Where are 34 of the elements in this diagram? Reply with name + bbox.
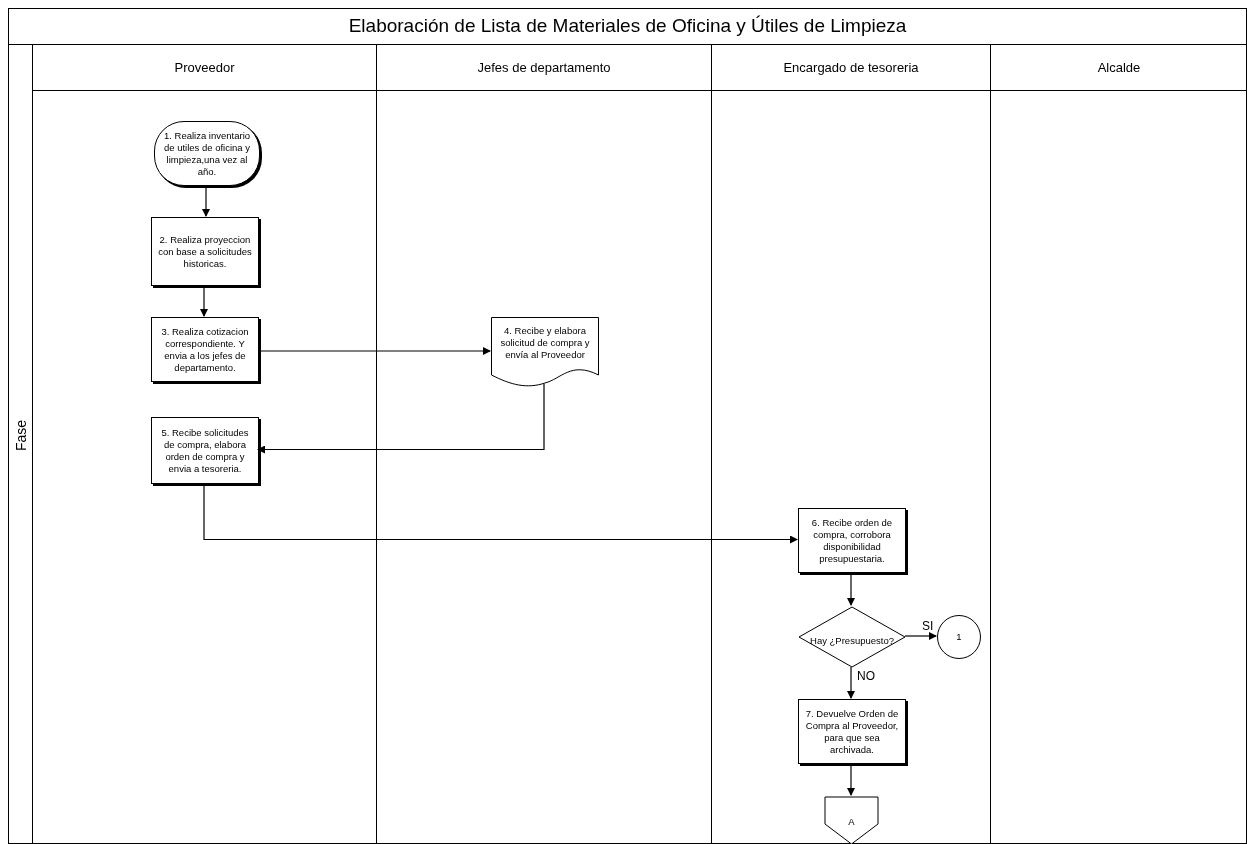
swimlane xyxy=(712,45,991,844)
step-text: Hay ¿Presupuesto? xyxy=(810,635,894,647)
arrow xyxy=(847,666,855,699)
document-shape xyxy=(491,317,599,387)
step-text: 1 xyxy=(956,631,962,643)
swimlane xyxy=(377,45,712,844)
process-box xyxy=(151,317,259,382)
step-text: 6. Recibe orden de compra, corrobora disponibilidad presupuestaria. xyxy=(810,516,894,565)
phase-label: Fase xyxy=(11,418,30,454)
pool-title: Elaboración de Lista de Materiales de Oficina y Útiles de Limpieza xyxy=(9,9,1246,45)
start-terminator xyxy=(154,121,260,186)
step-text: 5. Recibe solicitudes de compra, elabora orden de compra y envia a tesoreria. xyxy=(160,426,250,475)
step-text: 3. Realiza cotizacion correspondiente. Y envia a los jefes de departamento. xyxy=(160,325,250,374)
arrow xyxy=(257,383,545,454)
process-box xyxy=(798,699,906,764)
lane-header: Encargado de tesoreria xyxy=(712,45,990,91)
process-box xyxy=(151,417,259,484)
step-text: A xyxy=(848,816,855,828)
step-text: 1. Realiza inventario de utiles de oficina y limpieza,una vez al año. xyxy=(162,129,252,178)
process-box xyxy=(798,508,906,573)
step-text: 2. Realiza proyeccion con base a solicitudes historicas. xyxy=(157,233,253,270)
arrow xyxy=(904,632,937,640)
decision-diamond xyxy=(798,606,906,668)
edge-label: NO xyxy=(856,670,876,682)
process-box xyxy=(151,217,259,286)
swimlane xyxy=(33,45,377,844)
step-text: 4. Recibe y elabora solicitud de compra y envía al Proveedor xyxy=(499,325,591,361)
offpage-connector xyxy=(824,796,879,844)
pool-frame xyxy=(8,8,1247,844)
lane-header: Proveedor xyxy=(33,45,376,91)
edge-label: SI xyxy=(921,620,935,632)
lane-header: Jefes de departamento xyxy=(377,45,711,91)
lane-header: Alcalde xyxy=(991,45,1247,91)
step-text: 7. Devuelve Orden de Compra al Proveedor, para que sea archivada. xyxy=(804,707,900,756)
